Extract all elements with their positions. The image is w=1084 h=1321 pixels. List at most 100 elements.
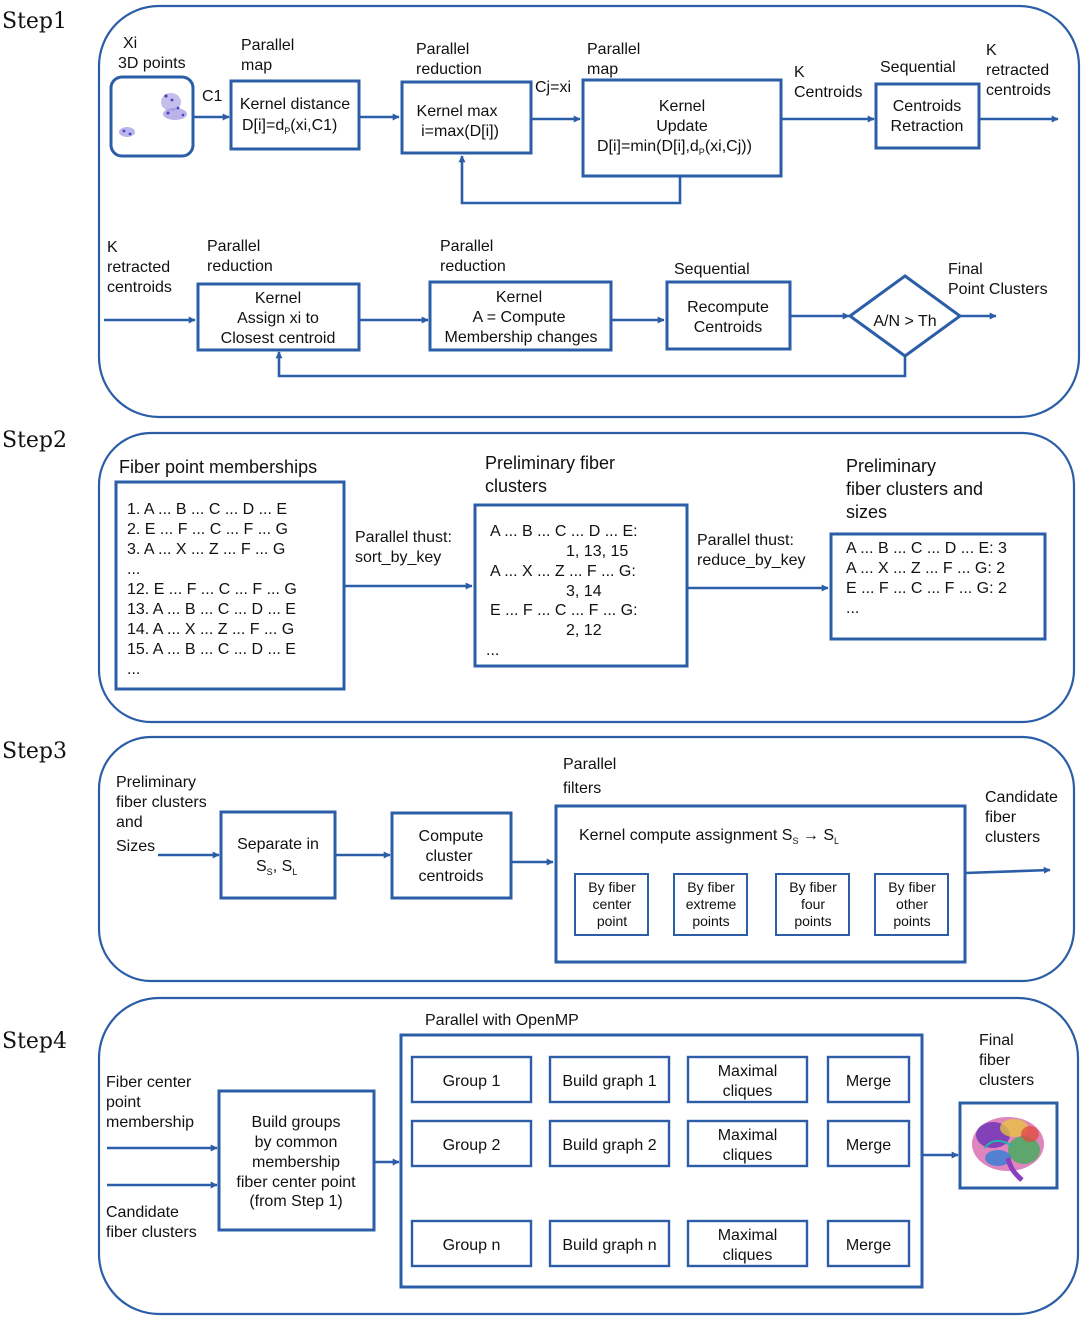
step3-label: Step3 [2, 739, 67, 764]
openmp-cliques-box [686, 1219, 809, 1268]
sizes-box [829, 532, 1047, 641]
k-retracted-in-c: centroids [107, 279, 172, 296]
k-centroids-a: K [794, 64, 805, 81]
step2-label: Step2 [2, 428, 67, 453]
filter-label: point [597, 913, 627, 929]
point-cloud-image [119, 93, 187, 137]
filter-label: points [794, 913, 831, 929]
par-red-1-a: Parallel [416, 41, 469, 58]
prelim-title-a: Preliminary fiber [485, 453, 615, 473]
filter-label: center [593, 896, 632, 912]
step3-input-a: Preliminary [116, 774, 196, 791]
recompute-l1: Recompute [687, 299, 769, 316]
decision-label: A/N > Th [873, 313, 936, 330]
memberships-box [114, 480, 346, 691]
build-groups-l2: by common [255, 1134, 338, 1151]
filter-label: points [692, 913, 729, 929]
kernel-update-l2: Update [656, 118, 708, 135]
openmp-merge-box [826, 1219, 911, 1268]
loop-arrow-decision-to-assign [275, 351, 907, 378]
retraction-box [874, 82, 981, 150]
sizes-title-b: fiber clusters and [846, 479, 983, 499]
final-fiber-c: clusters [979, 1072, 1034, 1089]
separate-l2: SS, SL [256, 858, 297, 877]
par-map-2-b: map [587, 61, 618, 78]
openmp-merge-box [826, 1055, 911, 1104]
membership-row: 14. A ... X ... Z ... F ... G [127, 621, 294, 638]
membership-row: ... [127, 561, 140, 578]
openmp-group-label: Group n [443, 1237, 501, 1254]
openmp-group-label: Group 1 [443, 1073, 501, 1090]
filter-box [574, 873, 649, 936]
sort-label-a: Parallel thust: [355, 529, 452, 546]
par-filters-a: Parallel [563, 756, 616, 773]
step4-input1-b: point [106, 1094, 141, 1111]
separate-l1: Separate in [237, 836, 319, 853]
kernel-max-l2: i=max(D[i]) [421, 123, 499, 140]
membership-row: 2. E ... F ... C ... F ... G [127, 521, 288, 538]
recompute-box [665, 280, 792, 351]
kernel-update-box [581, 78, 783, 178]
membership-row: 15. A ... B ... C ... D ... E [127, 641, 296, 658]
openmp-title: Parallel with OpenMP [425, 1012, 579, 1029]
openmp-graph-box [548, 1119, 671, 1168]
openmp-cliques-label: Maximal [718, 1063, 778, 1080]
openmp-graph-label: Build graph 2 [562, 1137, 656, 1154]
openmp-cliques-label: cliques [723, 1247, 773, 1264]
filter-label: By fiber [588, 879, 636, 895]
par-map-1-a: Parallel [241, 37, 294, 54]
openmp-cliques-label: cliques [723, 1147, 773, 1164]
k-retracted-in-a: K [107, 239, 118, 256]
openmp-graph-box [548, 1055, 671, 1104]
compute-changes-l1: Kernel [496, 289, 542, 306]
assign-box [196, 282, 361, 352]
prelim-box [473, 503, 689, 668]
retraction-l2: Retraction [891, 118, 964, 135]
size-row: A ... B ... C ... D ... E: 3 [846, 540, 1007, 557]
separate-box [219, 810, 337, 900]
filter-label: By fiber [888, 879, 936, 895]
openmp-group-box [410, 1119, 533, 1168]
filter-label: By fiber [789, 879, 837, 895]
step4-input1-a: Fiber center [106, 1074, 192, 1091]
par-map-1-b: map [241, 57, 272, 74]
sequential-1: Sequential [880, 59, 956, 76]
kernel-distance-l2: D[i]=dP(xi,C1) [242, 117, 337, 136]
final-fiber-a: Final [979, 1032, 1014, 1049]
step1-label: Step1 [2, 9, 67, 34]
reduce-label-a: Parallel thust: [697, 532, 794, 549]
compute-changes-box [428, 280, 613, 352]
par-red-1-b: reduction [416, 61, 482, 78]
membership-row: 3. A ... X ... Z ... F ... G [127, 541, 285, 558]
openmp-cliques-label: Maximal [718, 1227, 778, 1244]
size-row: ... [846, 600, 859, 617]
openmp-graph-label: Build graph n [562, 1237, 656, 1254]
k-retracted-out-c: centroids [986, 82, 1051, 99]
kernel-max-l1: Kernel max [417, 103, 498, 120]
assign-title: Kernel compute assignment SS → SL [579, 827, 839, 846]
final-fiber-b: fiber [979, 1052, 1011, 1069]
prelim-row: 1, 13, 15 [566, 543, 628, 560]
build-groups-l3: membership [252, 1154, 340, 1171]
compute-centroids-l1: Compute [419, 828, 484, 845]
assign-l1: Kernel [255, 290, 301, 307]
k-centroids-b: Centroids [794, 84, 862, 101]
membership-row: 13. A ... B ... C ... D ... E [127, 601, 296, 618]
build-groups-box [217, 1089, 376, 1232]
openmp-cliques-label: cliques [723, 1083, 773, 1100]
sizes-list: A ... B ... C ... D ... E: 3A ... X ... … [846, 540, 1007, 617]
filter-label: four [801, 896, 825, 912]
recompute-l2: Centroids [694, 319, 762, 336]
cj-label: Cj=xi [535, 79, 571, 96]
assign-l3: Closest centroid [221, 330, 336, 347]
openmp-group-box [410, 1055, 533, 1104]
openmp-merge-label: Merge [846, 1073, 891, 1090]
step4-input2-a: Candidate [106, 1204, 179, 1221]
loop-arrow-update-to-max [458, 155, 682, 205]
brain-fibers-image [972, 1117, 1044, 1182]
openmp-group-label: Group 2 [443, 1137, 501, 1154]
openmp-merge-label: Merge [846, 1137, 891, 1154]
